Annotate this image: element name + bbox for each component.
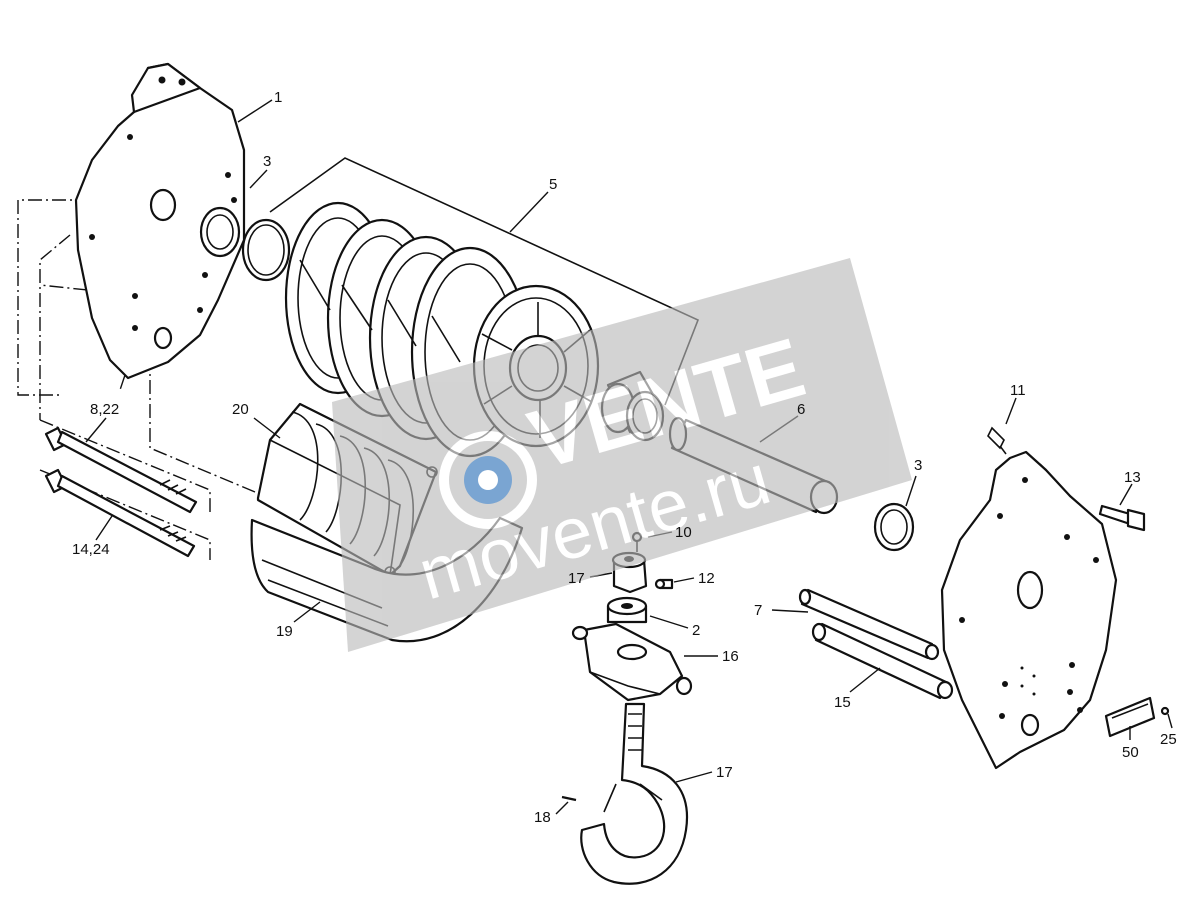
long-bolt-upper bbox=[44, 426, 198, 514]
callout-7: 7 bbox=[754, 602, 762, 619]
callout-labels: 1 3 5 6 3 11 13 8,22 14,24 20 19 10 17 1… bbox=[72, 89, 1177, 826]
long-bolt-lower bbox=[44, 468, 196, 558]
side-bolt bbox=[1098, 504, 1146, 532]
callout-12: 12 bbox=[698, 570, 715, 587]
seal-ring-left bbox=[199, 206, 241, 258]
callout-25: 25 bbox=[1160, 731, 1177, 748]
callout-2: 2 bbox=[692, 622, 700, 639]
seal-ring-right bbox=[873, 502, 915, 552]
split-pin bbox=[987, 426, 1007, 455]
callout-10: 10 bbox=[675, 524, 692, 541]
grease-nipple bbox=[654, 578, 674, 590]
rating-plate bbox=[1104, 696, 1156, 738]
right-side-plate bbox=[940, 450, 1118, 770]
callout-8-22: 8,22 bbox=[90, 401, 119, 418]
callout-5: 5 bbox=[549, 176, 557, 193]
retaining-ring bbox=[241, 218, 291, 282]
thrust-bearing bbox=[606, 596, 648, 624]
callout-3-left: 3 bbox=[263, 153, 271, 170]
watermark-gear-icon bbox=[439, 431, 537, 529]
callout-14-24: 14,24 bbox=[72, 541, 110, 558]
spacer-tube-lower bbox=[811, 622, 954, 700]
callout-13: 13 bbox=[1124, 469, 1141, 486]
callout-50: 50 bbox=[1122, 744, 1139, 761]
callout-6: 6 bbox=[797, 401, 805, 418]
callout-17-hook: 17 bbox=[716, 764, 733, 781]
callout-3-right: 3 bbox=[914, 457, 922, 474]
callout-15: 15 bbox=[834, 694, 851, 711]
spacer-tube-upper bbox=[798, 588, 940, 661]
callout-18: 18 bbox=[534, 809, 551, 826]
callout-20: 20 bbox=[232, 401, 249, 418]
latch-pin bbox=[561, 795, 577, 802]
rivet bbox=[1160, 706, 1170, 716]
left-side-plate bbox=[74, 62, 246, 380]
crane-hook bbox=[580, 702, 689, 885]
callout-1: 1 bbox=[274, 89, 282, 106]
watermark-panel bbox=[332, 258, 912, 652]
callout-16: 16 bbox=[722, 648, 739, 665]
callout-19: 19 bbox=[276, 623, 293, 640]
callout-11: 11 bbox=[1010, 382, 1026, 399]
hook-traverse bbox=[571, 622, 693, 702]
callout-17-nut: 17 bbox=[568, 570, 585, 587]
